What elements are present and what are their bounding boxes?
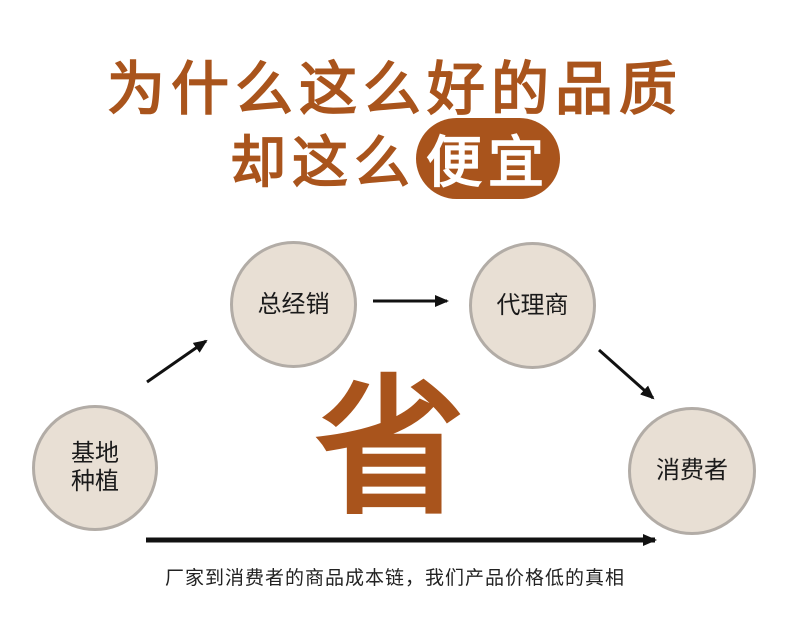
node-base-planting: 基地 种植	[32, 405, 158, 531]
node-consumer-label: 消费者	[656, 456, 728, 485]
save-character: 省	[314, 360, 465, 536]
caption-text: 厂家到消费者的商品成本链，我们产品价格低的真相	[164, 567, 625, 589]
node-general-distributor-label: 总经销	[257, 289, 330, 318]
headline-plain-text: 却这么	[230, 130, 416, 196]
headline-highlight-badge: 便宜	[416, 118, 560, 199]
node-agent-label: 代理商	[496, 290, 569, 319]
headline-line-2: 却这么便宜	[0, 118, 790, 199]
node-agent: 代理商	[469, 242, 596, 369]
arrow-base-to-distributor	[146, 339, 208, 384]
node-consumer: 消费者	[628, 407, 756, 535]
node-base-planting-label: 基地 种植	[71, 439, 119, 495]
node-general-distributor: 总经销	[230, 241, 357, 368]
headline-line-1: 为什么这么好的品质	[106, 55, 683, 123]
arrow-agent-to-consumer	[598, 348, 655, 400]
